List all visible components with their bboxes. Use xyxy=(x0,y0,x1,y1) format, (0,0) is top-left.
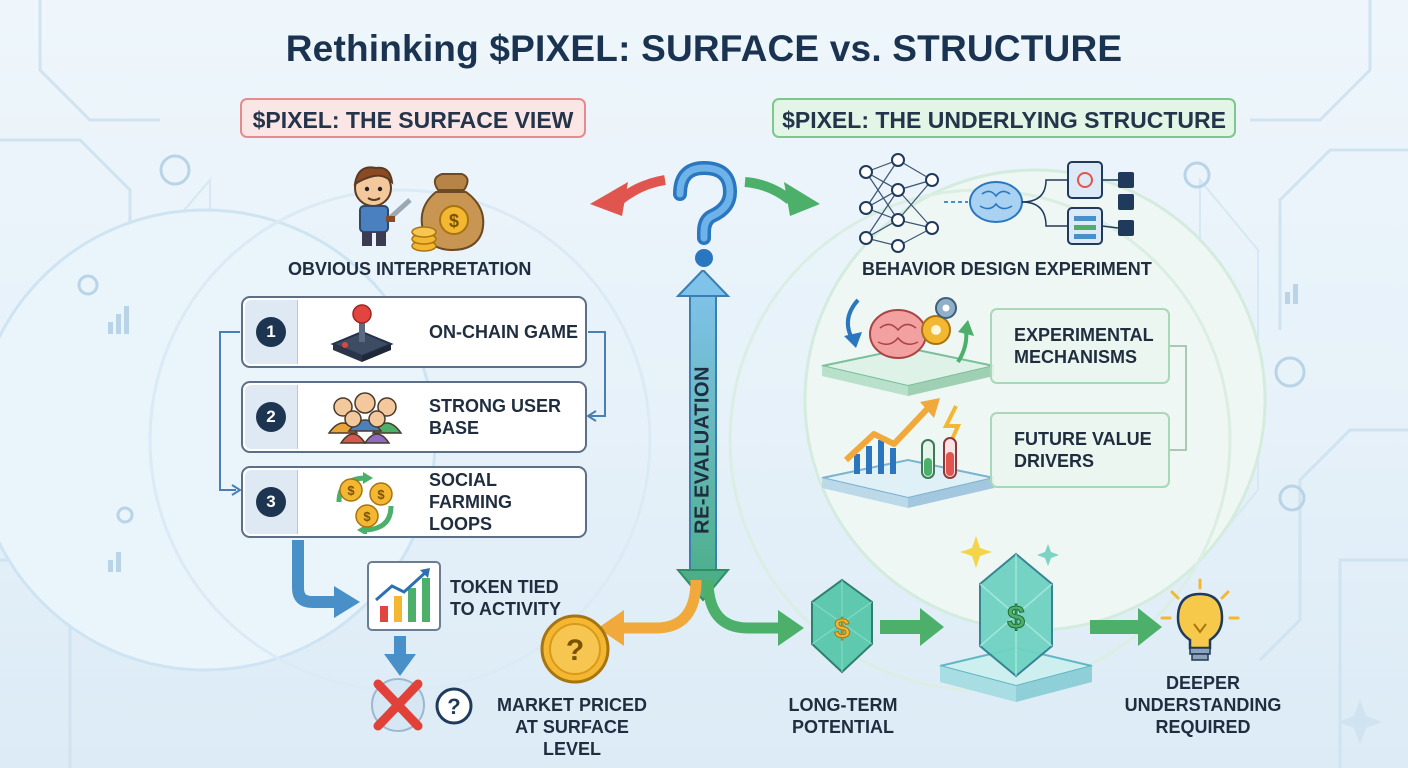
obvious-interpretation-caption: OBVIOUS INTERPRETATION xyxy=(288,259,532,279)
item-label: ON-CHAIN GAME xyxy=(429,322,578,342)
item-label: STRONG USER BASE xyxy=(429,396,562,438)
large-gem-pedestal-icon: $ xyxy=(939,536,1093,702)
svg-text:$: $ xyxy=(377,487,385,502)
svg-text:$: $ xyxy=(1007,599,1025,635)
question-mark-icon xyxy=(673,160,738,267)
item-number-badge: 2 xyxy=(245,385,298,449)
joystick-icon xyxy=(330,304,394,362)
item-number-badge: 1 xyxy=(245,300,298,364)
svg-text:$: $ xyxy=(449,211,459,231)
deeper-understanding-label: DEEPER UNDERSTANDING REQUIRED xyxy=(1124,673,1282,737)
right-bracket-connector xyxy=(1168,345,1187,451)
page-title: Rethinking $PIXEL: SURFACE vs. STRUCTURE xyxy=(285,28,1123,69)
green-arrow-icon xyxy=(880,608,944,646)
behavior-design-caption: BEHAVIOR DESIGN EXPERIMENT xyxy=(862,259,1152,279)
rising-bar-chart-icon xyxy=(367,561,441,631)
svg-text:?: ? xyxy=(447,694,460,719)
token-tied-label: TOKEN TIED TO ACTIVITY xyxy=(450,577,562,619)
chart-lab-icon xyxy=(821,398,995,508)
market-priced-label: MARKET PRICED AT SURFACE LEVEL xyxy=(496,695,647,759)
small-gem-icon: $ xyxy=(811,578,873,674)
item-label: SOCIAL FARMING LOOPS xyxy=(429,470,512,534)
rejected-question-icon: ? xyxy=(371,678,473,732)
green-arrow-icon xyxy=(1090,608,1162,646)
structure-item-experimental-mechanisms: EXPERIMENTAL MECHANISMS xyxy=(990,308,1170,384)
surface-view-heading: $PIXEL: THE SURFACE VIEW xyxy=(240,98,586,138)
item-number-badge: 3 xyxy=(245,470,298,534)
re-evaluation-label: RE-EVALUATION xyxy=(691,366,714,534)
surface-item-social-farming-loops: 3 $ $ $ SOCIAL FARMING LOOPS xyxy=(241,466,587,538)
left-flow-connectors xyxy=(219,331,606,496)
svg-text:$: $ xyxy=(363,509,371,524)
outcome-split-arrows xyxy=(598,580,804,646)
question-split-arrows xyxy=(590,160,820,267)
brain-gears-icon xyxy=(821,297,995,396)
svg-text:?: ? xyxy=(566,634,584,667)
pixel-hero-moneybag-icon: $ xyxy=(353,166,485,252)
item-label: FUTURE VALUE DRIVERS xyxy=(1014,429,1152,471)
underlying-structure-heading: $PIXEL: THE UNDERLYING STRUCTURE xyxy=(772,98,1236,138)
item-label: EXPERIMENTAL MECHANISMS xyxy=(1014,325,1154,367)
svg-text:$: $ xyxy=(347,483,355,498)
svg-text:$: $ xyxy=(834,613,850,644)
long-term-potential-label: LONG-TERM POTENTIAL xyxy=(788,695,898,737)
question-coin-icon: ? xyxy=(540,614,610,684)
lightbulb-icon xyxy=(1160,578,1240,661)
surface-item-on-chain-game: 1 ON-CHAIN GAME xyxy=(241,296,587,368)
users-group-icon xyxy=(327,392,403,444)
blue-flow-arrows xyxy=(292,540,416,676)
structure-item-future-value-drivers: FUTURE VALUE DRIVERS xyxy=(990,412,1170,488)
coin-cycle-icon: $ $ $ xyxy=(336,472,394,534)
surface-item-strong-user-base: 2 STRONG USER BASE xyxy=(241,381,587,453)
neural-network-brain-icon xyxy=(859,153,1134,253)
